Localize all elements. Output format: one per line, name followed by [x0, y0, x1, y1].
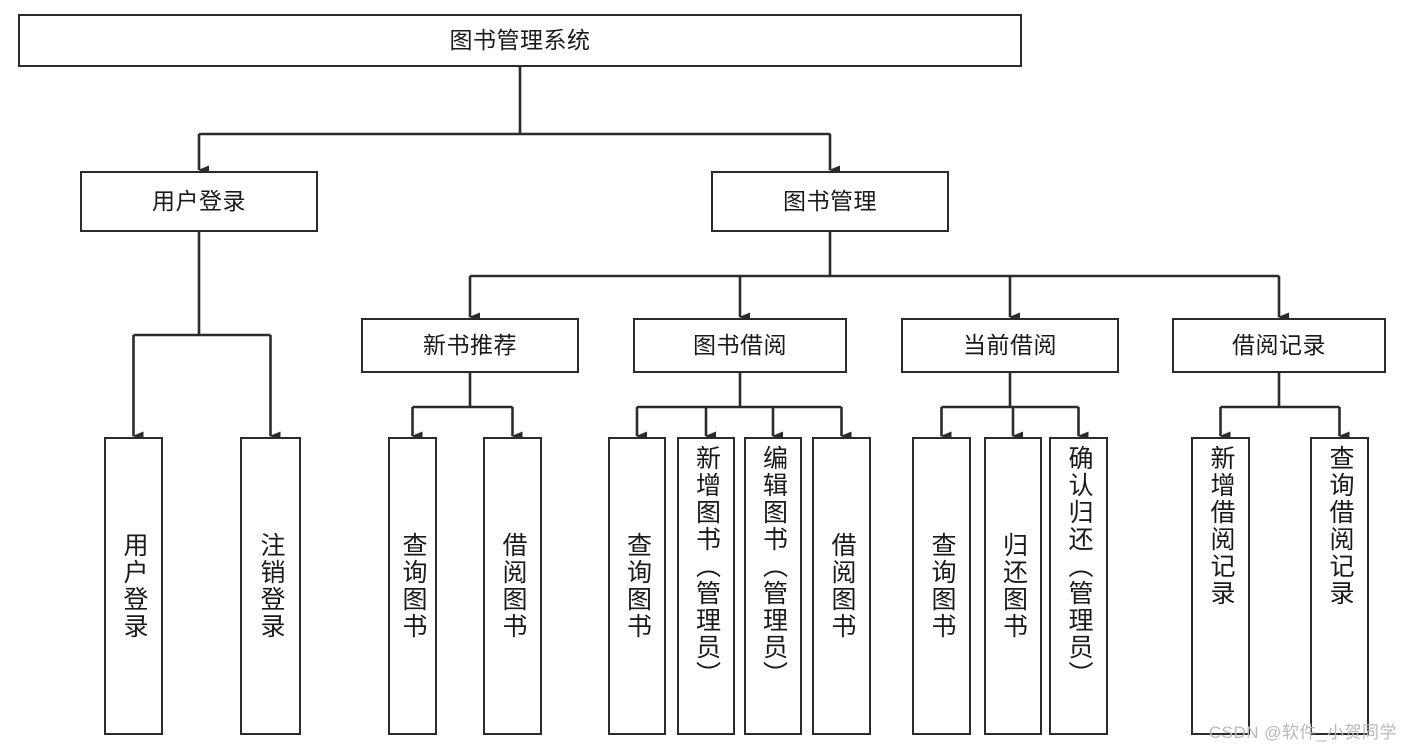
node-label: 新增借阅记录 [1207, 445, 1235, 607]
node-label: 用户登录 [152, 187, 246, 214]
node-label: 查询借阅记录 [1326, 445, 1354, 607]
watermark-text: CSDN @软件_小贺同学 [1208, 723, 1397, 742]
node-label: 新增图书（管理员） [692, 445, 721, 688]
node-label: 图书管理系统 [449, 26, 591, 53]
node-root[interactable]: 图书管理系统 [18, 14, 1022, 67]
node-leaf-query-record[interactable]: 查询借阅记录 [1310, 437, 1369, 735]
node-leaf-edit-book[interactable]: 编辑图书（管理员） [744, 437, 802, 735]
node-leaf-logout[interactable]: 注销登录 [240, 437, 301, 735]
node-leaf-borrow-book-1[interactable]: 借阅图书 [483, 437, 542, 735]
node-leaf-user-login[interactable]: 用户登录 [104, 437, 163, 735]
node-leaf-return-book[interactable]: 归还图书 [984, 437, 1042, 735]
node-borrow-record[interactable]: 借阅记录 [1172, 318, 1386, 373]
node-label: 当前借阅 [963, 331, 1057, 358]
node-book-manage[interactable]: 图书管理 [711, 171, 949, 232]
node-label: 借阅图书 [828, 532, 856, 640]
node-label: 用户登录 [120, 532, 148, 640]
node-label: 归还图书 [999, 532, 1028, 640]
node-leaf-borrow-book-2[interactable]: 借阅图书 [812, 437, 871, 735]
node-label: 图书管理 [783, 187, 877, 214]
node-leaf-query-book-1[interactable]: 查询图书 [388, 437, 437, 735]
node-label: 图书借阅 [693, 331, 787, 358]
node-new-book-recommend[interactable]: 新书推荐 [361, 318, 579, 373]
node-current-borrow[interactable]: 当前借阅 [901, 318, 1119, 373]
node-label: 借阅记录 [1232, 331, 1326, 358]
node-leaf-query-book-3[interactable]: 查询图书 [912, 437, 971, 735]
node-leaf-confirm-return[interactable]: 确认归还（管理员） [1049, 437, 1108, 735]
node-leaf-add-book[interactable]: 新增图书（管理员） [677, 437, 735, 735]
node-label: 编辑图书（管理员） [759, 445, 788, 688]
node-label: 查询图书 [399, 532, 427, 640]
node-book-borrow[interactable]: 图书借阅 [633, 318, 847, 373]
node-leaf-query-book-2[interactable]: 查询图书 [608, 437, 666, 735]
node-label: 借阅图书 [499, 532, 527, 640]
node-label: 新书推荐 [423, 331, 517, 358]
node-leaf-add-record[interactable]: 新增借阅记录 [1191, 437, 1250, 735]
node-label: 确认归还（管理员） [1065, 445, 1093, 688]
connector-group [132, 67, 1350, 441]
node-label: 注销登录 [257, 532, 285, 640]
node-label: 查询图书 [623, 532, 652, 640]
node-user-login[interactable]: 用户登录 [80, 171, 318, 232]
node-label: 查询图书 [928, 532, 956, 640]
